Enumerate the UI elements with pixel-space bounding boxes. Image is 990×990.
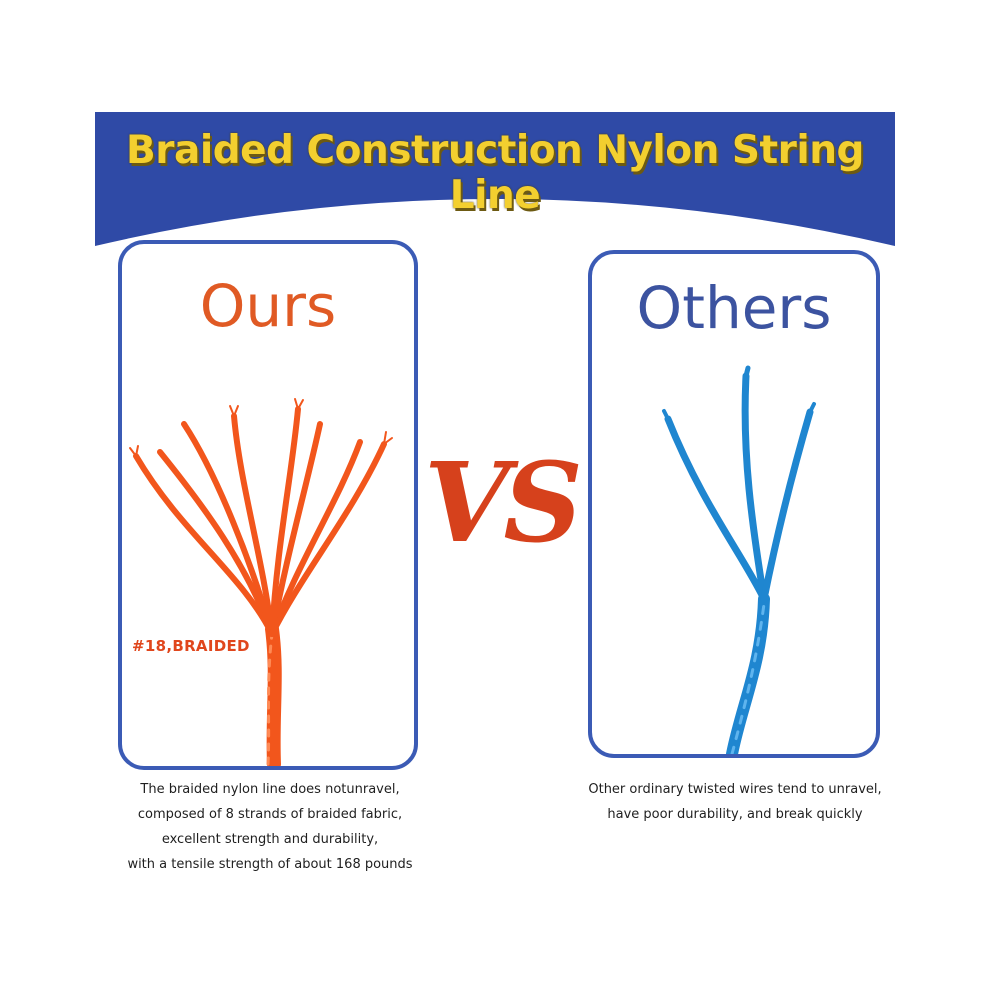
others-description-line: Other ordinary twisted wires tend to unr… xyxy=(588,782,882,797)
ours-description-line: excellent strength and durability, xyxy=(161,832,379,847)
ours-heading: Ours xyxy=(199,272,337,340)
banner-title: Braided Construction Nylon String Line xyxy=(126,128,864,218)
ours-card: Ours #18,BRAIDED xyxy=(118,240,418,770)
others-description: Other ordinary twisted wires tend to unr… xyxy=(560,777,910,827)
braided-strands-illustration xyxy=(129,398,393,766)
title-banner xyxy=(95,112,895,246)
twisted-strands-illustration xyxy=(662,365,816,754)
ours-description-line: with a tensile strength of about 168 pou… xyxy=(127,857,413,872)
ours-description-line: The braided nylon line does notunravel, xyxy=(140,782,400,797)
others-description-line: have poor durability, and break quickly xyxy=(607,807,863,822)
vs-label: VS xyxy=(424,438,583,567)
braided-size-tag: #18,BRAIDED xyxy=(132,637,250,655)
ours-description-line: composed of 8 strands of braided fabric, xyxy=(137,807,403,822)
others-heading: Others xyxy=(636,274,832,342)
others-card: Others xyxy=(588,250,880,758)
ours-description: The braided nylon line does notunravel, … xyxy=(105,777,435,877)
